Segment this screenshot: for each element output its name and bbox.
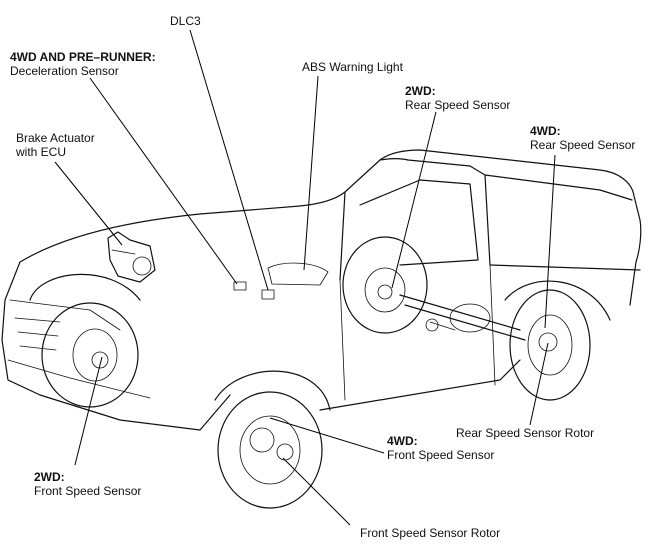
deceleration-sensor-label: 4WD AND PRE–RUNNER: Deceleration Sensor	[10, 50, 156, 78]
front-speed-sensor-2wd-qualifier: 2WD:	[34, 470, 65, 484]
deceleration-sensor-name: Deceleration Sensor	[10, 64, 119, 78]
front-speed-sensor-4wd-qualifier: 4WD:	[387, 434, 418, 448]
rear-speed-sensor-4wd-qualifier: 4WD:	[530, 124, 561, 138]
brake-actuator-ecu	[107, 231, 156, 283]
dlc3-connector	[261, 289, 275, 300]
abs-warning-light-label: ABS Warning Light	[302, 60, 403, 74]
dlc3-label: DLC3	[170, 14, 201, 28]
front-speed-sensor-rotor-text: Front Speed Sensor Rotor	[360, 526, 501, 540]
rear-axle	[399, 294, 526, 341]
front-right-wheel	[217, 391, 323, 509]
abs-warning-light	[267, 262, 329, 286]
brake-actuator-line2: with ECU	[16, 145, 67, 159]
front-speed-sensor-4wd-label: 4WD: Front Speed Sensor	[387, 434, 494, 462]
rear-speed-sensor-4wd-name: Rear Speed Sensor	[530, 138, 636, 152]
deceleration-sensor	[233, 281, 247, 291]
front-left-wheel	[41, 302, 139, 408]
front-speed-sensor-rotor-label: Front Speed Sensor Rotor	[360, 526, 500, 540]
deceleration-sensor-qualifier: 4WD AND PRE–RUNNER:	[10, 50, 156, 64]
rear-right-wheel	[509, 289, 591, 401]
rear-speed-sensor-2wd-label: 2WD: Rear Speed Sensor	[405, 84, 510, 112]
front-speed-sensor-2wd-label: 2WD: Front Speed Sensor	[34, 470, 141, 498]
rear-left-wheel	[342, 236, 428, 334]
leader-lines	[54, 29, 556, 526]
rear-speed-sensor-rotor-label: Rear Speed Sensor Rotor	[456, 426, 594, 440]
brake-actuator-line1: Brake Actuator	[16, 131, 95, 145]
abs-warning-light-text: ABS Warning Light	[302, 60, 403, 74]
rear-speed-sensor-2wd-qualifier: 2WD:	[405, 84, 436, 98]
rear-speed-sensor-4wd-label: 4WD: Rear Speed Sensor	[530, 124, 635, 152]
dlc3-label-text: DLC3	[170, 14, 201, 28]
front-speed-sensor-2wd-name: Front Speed Sensor	[34, 484, 142, 498]
rear-speed-sensor-rotor-text: Rear Speed Sensor Rotor	[456, 426, 595, 440]
brake-actuator-label: Brake Actuator with ECU	[16, 131, 95, 159]
front-speed-sensor-4wd-name: Front Speed Sensor	[387, 448, 495, 462]
rear-speed-sensor-2wd-name: Rear Speed Sensor	[405, 98, 511, 112]
